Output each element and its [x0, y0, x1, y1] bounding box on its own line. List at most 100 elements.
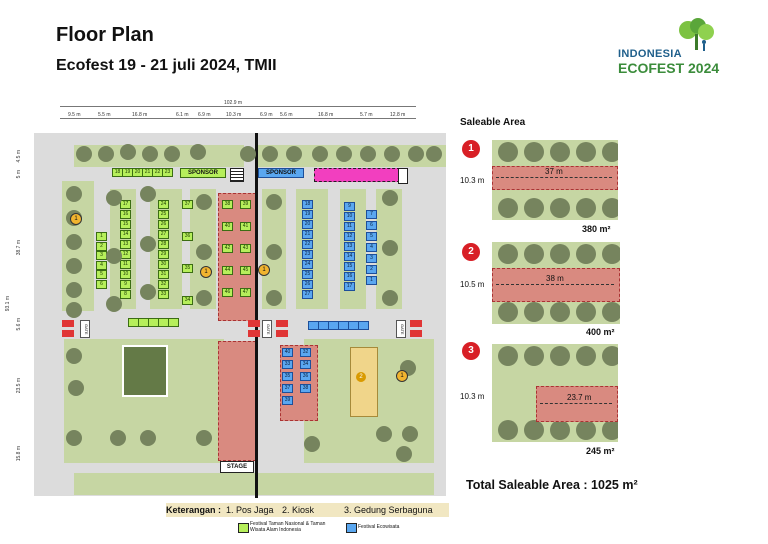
stairs	[230, 168, 244, 182]
stall-green: 45	[240, 266, 251, 275]
tree-icon	[576, 420, 596, 440]
tree-icon	[66, 302, 82, 318]
tree-icon	[266, 290, 282, 306]
tree-icon	[602, 198, 618, 218]
gate-center: GATE	[262, 320, 272, 338]
stall-green: 34	[182, 296, 193, 305]
stall-blue: 4	[366, 243, 377, 252]
stall-blue: 12	[344, 232, 355, 241]
tree-icon	[498, 142, 518, 162]
pink-stall-area	[314, 168, 400, 182]
tree-icon	[140, 284, 156, 300]
tree-icon	[602, 346, 618, 366]
tree-icon	[382, 190, 398, 206]
saleable-area-number: 3	[462, 342, 480, 360]
top-dimension-label: 5.6 m	[280, 112, 293, 118]
stall-blue: 6	[366, 221, 377, 230]
top-dimension-label: 12.8 m	[390, 112, 406, 118]
tree-icon	[550, 346, 570, 366]
tree-icon	[382, 290, 398, 306]
legend-item-pos-jaga: 1. Pos Jaga	[226, 505, 274, 515]
stall-green: 42	[222, 244, 233, 253]
stall-green: 13	[120, 240, 131, 249]
stall-green: 8	[120, 290, 131, 299]
tree-icon	[98, 146, 114, 162]
stall-blue: 20	[302, 220, 313, 229]
saleable-area-2	[218, 341, 256, 461]
length-label: 23.7 m	[567, 393, 592, 402]
saleable-area-panel: 37 m	[492, 140, 618, 220]
left-dimension-label: 23.5 m	[16, 378, 22, 394]
gedung-serbaguna	[350, 347, 378, 417]
tree-icon	[576, 142, 596, 162]
tree-icon	[142, 146, 158, 162]
tree-icon	[550, 244, 570, 264]
stage-label: STAGE	[220, 461, 254, 473]
stall-green: 30	[158, 260, 169, 269]
tree-icon	[190, 144, 206, 160]
legend-green-label: Festival Taman Nasional & Taman Wisata A…	[250, 521, 326, 533]
page-subtitle: Ecofest 19 - 21 juli 2024, TMII	[56, 57, 277, 74]
tree-logo-icon	[679, 18, 714, 51]
stall-green: 9	[120, 280, 131, 289]
tree-icon	[576, 244, 596, 264]
tree-icon	[106, 190, 122, 206]
tree-icon	[524, 346, 544, 366]
stall-green: 4	[96, 260, 107, 270]
tree-icon	[68, 380, 84, 396]
tree-icon	[408, 146, 424, 162]
top-dimension-label: 6.9 m	[260, 112, 273, 118]
tree-icon	[66, 234, 82, 250]
stall-green: 16	[120, 210, 131, 219]
left-dimension-label: 15.8 m	[16, 446, 22, 462]
pos-jaga-marker-icon: 1	[258, 264, 270, 276]
stall-green: 44	[222, 266, 233, 275]
stall-green: 1	[96, 232, 107, 241]
stall-blue: 11	[344, 222, 355, 231]
top-dimension-label: 16.8 m	[132, 112, 148, 118]
saleable-zone	[536, 386, 618, 422]
entry-arrow	[62, 320, 74, 327]
tree-icon	[550, 198, 570, 218]
width-label: 10.3 m	[460, 392, 485, 401]
stall-green: 28	[158, 240, 169, 249]
stall-blue: 27	[302, 290, 313, 299]
stall-green: 47	[240, 288, 251, 297]
area-label: 245 m²	[586, 446, 615, 456]
gate-right: GATE	[396, 320, 406, 338]
stall-blue-small	[358, 321, 369, 330]
width-label: 10.3 m	[460, 176, 485, 185]
tree-icon	[498, 244, 518, 264]
total-saleable-area: Total Saleable Area : 1025 m²	[466, 478, 638, 492]
saleable-area-3	[280, 345, 318, 421]
overall-dimension-line	[60, 106, 416, 107]
tree-icon	[384, 146, 400, 162]
stall-green: 33	[158, 290, 169, 299]
tree-icon	[602, 420, 618, 440]
stall-blue: 19	[302, 210, 313, 219]
tree-icon	[524, 142, 544, 162]
sponsor-slot-right: SPONSOR	[258, 168, 304, 178]
tree-icon	[66, 258, 82, 274]
stall-green: 6	[96, 279, 107, 289]
upper-green-block	[296, 189, 328, 309]
logo-text-indonesia: INDONESIA	[618, 48, 682, 60]
top-dimension-line	[60, 118, 416, 119]
stall-blue: 9	[344, 202, 355, 211]
sponsor-slot-left: SPONSOR	[180, 168, 226, 178]
length-arrow	[540, 403, 612, 404]
tree-icon	[396, 446, 412, 462]
width-label: 10.5 m	[460, 280, 485, 289]
stall-blue: 5	[366, 232, 377, 241]
stall-blue: 2	[366, 265, 377, 274]
top-dimension-label: 6.1 m	[176, 112, 189, 118]
entry-arrow	[276, 330, 288, 337]
stall-blue: 23	[302, 250, 313, 259]
entry-arrow	[410, 320, 422, 327]
tree-icon	[120, 144, 136, 160]
overall-dimension: 102.9 m	[224, 100, 243, 106]
tree-icon	[66, 282, 82, 298]
tree-icon	[498, 420, 518, 440]
bottom-green-strip	[74, 473, 434, 495]
tree-icon	[524, 302, 544, 322]
